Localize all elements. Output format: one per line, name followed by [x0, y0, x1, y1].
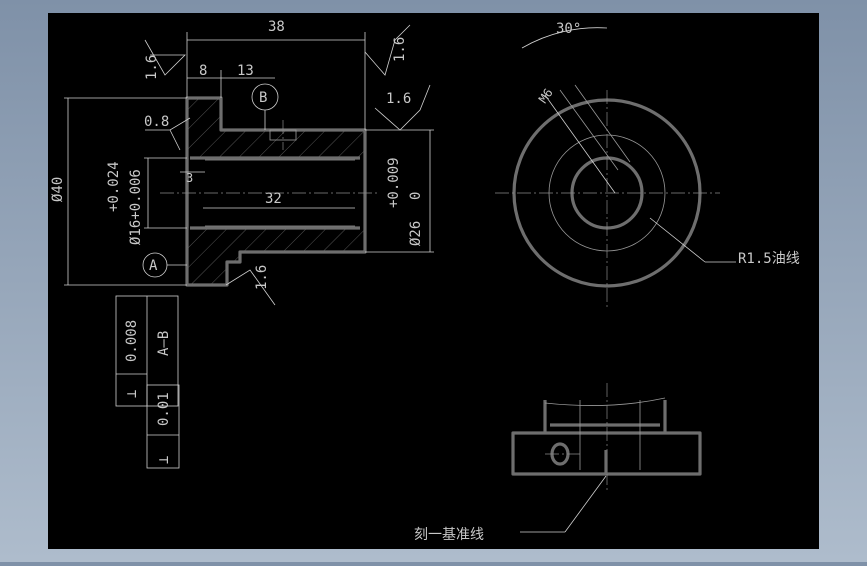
top-view: 刻一基准线 [414, 383, 702, 543]
roughness-symbol-tl [144, 39, 186, 76]
dim-3: 3 [186, 171, 193, 185]
m6-leader [544, 94, 616, 194]
m6-edge-1 [559, 89, 619, 171]
tol-frame-1-symbol: ⊥ [124, 390, 140, 398]
break-line [544, 397, 666, 406]
flange-rect [511, 431, 702, 476]
roughness-symbol-inner [145, 117, 191, 151]
roughness-symbol-r [374, 84, 431, 131]
dim-dia40: Ø40 [50, 177, 66, 202]
bushing-outline [185, 96, 367, 287]
angle-arc [521, 27, 608, 49]
tol-bore-lower: Ø16+0.006 [128, 169, 144, 245]
tol-out-zero: 0 [408, 192, 424, 200]
dim-32: 32 [265, 191, 282, 207]
datum-line-label: 刻一基准线 [414, 526, 484, 543]
oil-groove-lines [205, 159, 355, 227]
bore-lines [190, 156, 360, 230]
tol-out-upper: +0.009 [386, 157, 402, 208]
roughness-symbol-tr [364, 24, 411, 76]
dim-angle-30: 30° [556, 21, 581, 37]
dim-dia26: Ø26 [408, 221, 424, 246]
tol-frame-2-symbol: ⊥ [156, 456, 172, 464]
drawing-sheet [48, 13, 819, 549]
tolerance-frame-2: 0.01 ⊥ [146, 384, 180, 469]
datum-a: A [149, 258, 158, 274]
tol-frame-1-ref: A—B [156, 331, 172, 356]
roughness-symbol-bottom [225, 269, 276, 306]
oil-leader [649, 217, 706, 263]
m6-edge-2 [574, 84, 631, 163]
tolerance-frame-1: 0.008 A—B ⊥ [115, 295, 179, 407]
end-view: M6 30° R1.5油线 [495, 21, 800, 310]
dim-8: 8 [199, 63, 207, 79]
roughness-bottom: 1.6 [254, 265, 270, 290]
hub-outline [543, 400, 667, 433]
roughness-r: 1.6 [386, 91, 411, 107]
roughness-tr: 1.6 [392, 37, 408, 62]
datum-line-leader [564, 475, 607, 533]
oil-groove-label: R1.5油线 [738, 251, 800, 267]
dim-38: 38 [268, 19, 285, 35]
roughness-tl: 1.6 [144, 55, 160, 80]
datum-b: B [259, 90, 267, 106]
tol-frame-2-value: 0.01 [156, 392, 172, 426]
dim-13: 13 [237, 63, 254, 79]
tol-bore-upper: +0.024 [106, 161, 122, 212]
roughness-inner: 0.8 [144, 114, 169, 130]
dim-m6: M6 [536, 86, 556, 106]
tol-frame-1-value: 0.008 [124, 320, 140, 362]
